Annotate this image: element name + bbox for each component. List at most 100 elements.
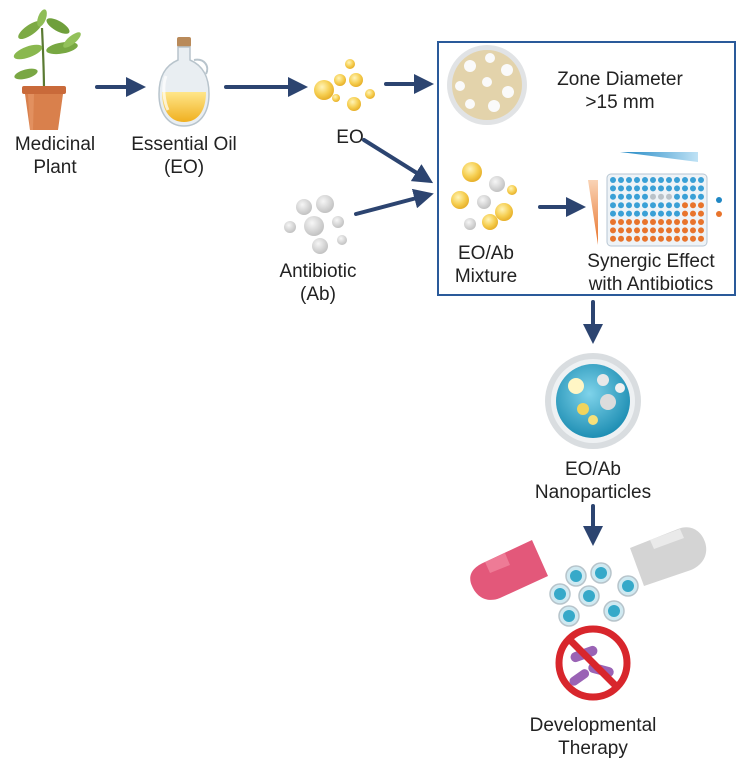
microplate-well [634,185,640,192]
microplate-well [642,227,648,234]
microplate-well [682,227,688,234]
microplate-well [682,202,688,209]
microplate-well [674,202,680,209]
label-antibiotic-line2: (Ab) [300,284,336,305]
microplate-well [658,219,664,225]
microplate-well [658,177,664,183]
microplate-well [610,177,616,183]
microplate-well [610,210,616,217]
microplate-well [610,227,616,234]
microplate-well [682,185,688,192]
label-zone-diameter: Zone Diameter >15 mm [532,68,708,114]
microplate-well [682,193,688,200]
microplate-well [698,210,704,217]
microplate-well [650,185,656,192]
microplate-well [658,227,664,234]
label-eo-text: EO [336,127,364,148]
oil-bottle-icon [158,37,210,127]
label-developmental-therapy-line2: Therapy [558,738,628,759]
antibiotic-particles-icon [284,195,347,254]
label-nanoparticles-line1: EO/Ab [565,459,621,480]
microplate-well [642,185,648,192]
microplate-well [634,202,640,209]
microplate-well [666,177,672,183]
label-medicinal-plant-line2: Plant [33,157,77,178]
label-essential-oil-line1: Essential Oil [131,134,237,155]
potted-plant-icon [13,9,81,130]
microplate-well [698,177,704,183]
microplate-well [610,235,616,242]
microplate-well [642,219,648,225]
microplate-well [674,227,680,234]
microplate-well [610,185,616,192]
microplate-well [626,177,632,183]
microplate-well [642,193,648,200]
capsule-icon [470,527,707,600]
microplate-well [650,193,656,200]
flow-arrows [95,74,603,546]
label-developmental-therapy-line1: Developmental [529,715,657,736]
microplate-well [690,227,696,234]
microplate-well [698,219,704,225]
microplate-well [626,202,632,209]
label-eo: EO [320,126,380,149]
label-mixture-line1: EO/Ab [458,243,514,264]
label-synergic-effect: Synergic Effect with Antibiotics [564,250,738,296]
microplate-well [650,227,656,234]
label-developmental-therapy: Developmental Therapy [513,714,673,760]
microplate-well [642,177,648,183]
oil-droplets-icon [314,59,375,111]
arrow-eo-to-mixture [362,138,434,184]
microplate-well [634,210,640,217]
assay-box [437,41,736,296]
microplate-well [642,202,648,209]
microplate-well [698,227,704,234]
microplate-well [618,202,624,209]
microplate-well [698,235,704,242]
label-essential-oil: Essential Oil (EO) [114,133,254,179]
petri-dish-icon [447,45,527,125]
label-synergic-effect-line1: Synergic Effect [587,251,715,272]
microplate-well [674,193,680,200]
nanoparticle-dish-icon [545,353,641,449]
microplate-well [690,177,696,183]
microplate-well [690,202,696,209]
microplate-well [674,177,680,183]
microplate-well [666,227,672,234]
microplate-well [650,177,656,183]
microplate-well [618,210,624,217]
microplate-well [666,235,672,242]
label-nanoparticles: EO/Ab Nanoparticles [523,458,663,504]
microplate-well [658,202,664,209]
microplate-well [690,235,696,242]
microplate-well [690,185,696,192]
microplate-well [682,177,688,183]
microplate-well [682,219,688,225]
microplate-well [610,202,616,209]
microplate-well [674,219,680,225]
arrow-antibiotic-to-mixture [354,188,434,216]
microplate-well [650,219,656,225]
microplate-icon [588,152,722,247]
microplate-well [658,193,664,200]
microplate-well [618,227,624,234]
microplate-well [698,185,704,192]
microplate-well [698,202,704,209]
microplate-well [690,193,696,200]
label-antibiotic: Antibiotic (Ab) [256,260,380,306]
no-bacteria-icon [555,625,631,701]
microplate-well [650,202,656,209]
microplate-well [666,202,672,209]
microplate-well [666,219,672,225]
microplate-well [642,235,648,242]
microplate-well [618,219,624,225]
microplate-well [626,227,632,234]
microplate-well [690,219,696,225]
microplate-well [618,185,624,192]
microplate-well [690,210,696,217]
label-zone-diameter-line1: Zone Diameter [557,69,683,90]
label-synergic-effect-line2: with Antibiotics [588,274,714,295]
microplate-well [642,210,648,217]
label-medicinal-plant-line1: Medicinal [14,134,96,155]
